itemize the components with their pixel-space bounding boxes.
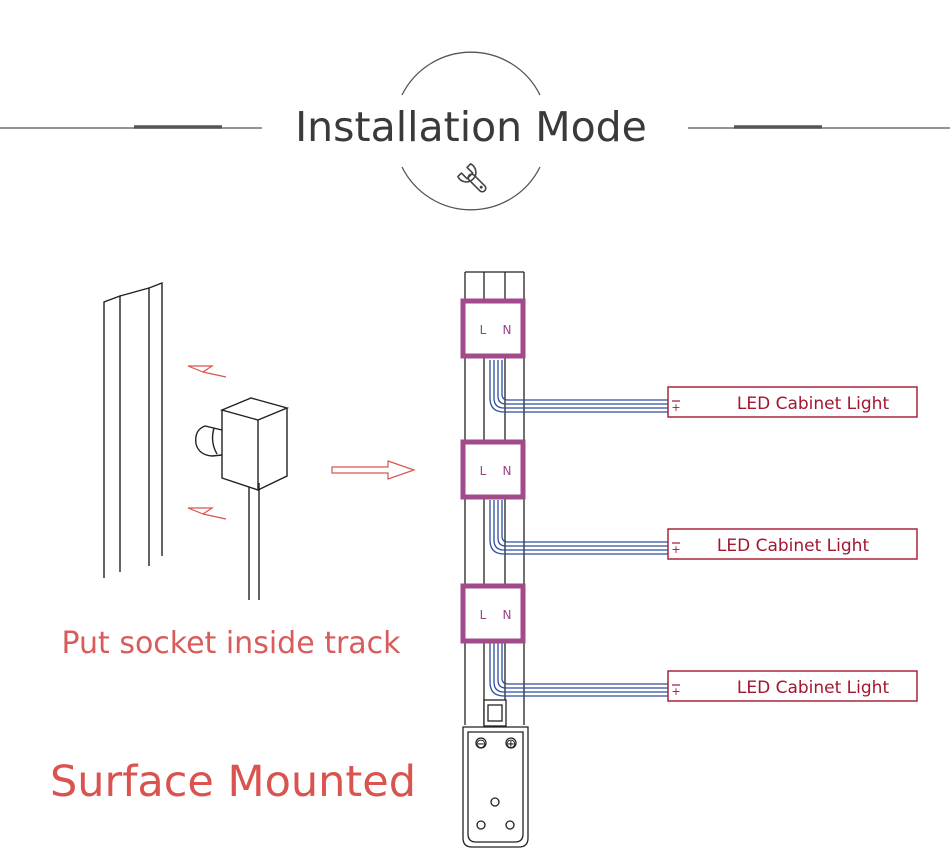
led-light-2: + LED Cabinet Light — [667, 528, 918, 560]
terminal-minus-symbol: ⊖ — [476, 737, 487, 752]
led-light-3: + LED Cabinet Light — [667, 670, 918, 702]
caption-text: Put socket inside track — [61, 626, 401, 661]
wire-1 — [489, 360, 668, 413]
led-light-1: + LED Cabinet Light — [667, 386, 918, 418]
connector-3: L N — [460, 583, 526, 644]
connector-3-l-label: L — [480, 608, 487, 622]
header: Installation Mode — [0, 51, 950, 211]
led-light-2-polarity: + — [671, 543, 680, 556]
insert-arrow-upper — [187, 365, 227, 378]
terminal-plus-symbol: ⊕ — [506, 737, 517, 752]
track-illustration — [103, 281, 163, 578]
surface-mounted-title: Surface Mounted — [50, 757, 416, 807]
terminal-block — [462, 699, 529, 848]
connector-2: L N — [460, 439, 526, 500]
connector-2-l-label: L — [480, 464, 487, 478]
connector-2-n-label: N — [503, 464, 512, 478]
led-light-3-polarity: + — [671, 685, 680, 698]
connector-1-l-label: L — [480, 323, 487, 337]
page-title: Installation Mode — [295, 103, 647, 151]
header-arc-bottom — [401, 166, 541, 211]
wire-3 — [489, 640, 668, 697]
header-arc-top — [401, 51, 541, 96]
led-light-3-label: LED Cabinet Light — [737, 678, 890, 698]
led-light-1-label: LED Cabinet Light — [737, 394, 890, 414]
led-light-1-polarity: + — [671, 401, 680, 414]
connector-1: L N — [460, 298, 526, 359]
connector-3-n-label: N — [503, 608, 512, 622]
led-light-2-label: LED Cabinet Light — [717, 536, 870, 556]
connector-1-n-label: N — [503, 323, 512, 337]
direction-arrow — [331, 460, 416, 480]
plug-adapter — [195, 397, 290, 600]
wrench-icon — [457, 163, 487, 193]
wire-2 — [489, 500, 668, 555]
insert-arrow-lower — [187, 507, 227, 520]
